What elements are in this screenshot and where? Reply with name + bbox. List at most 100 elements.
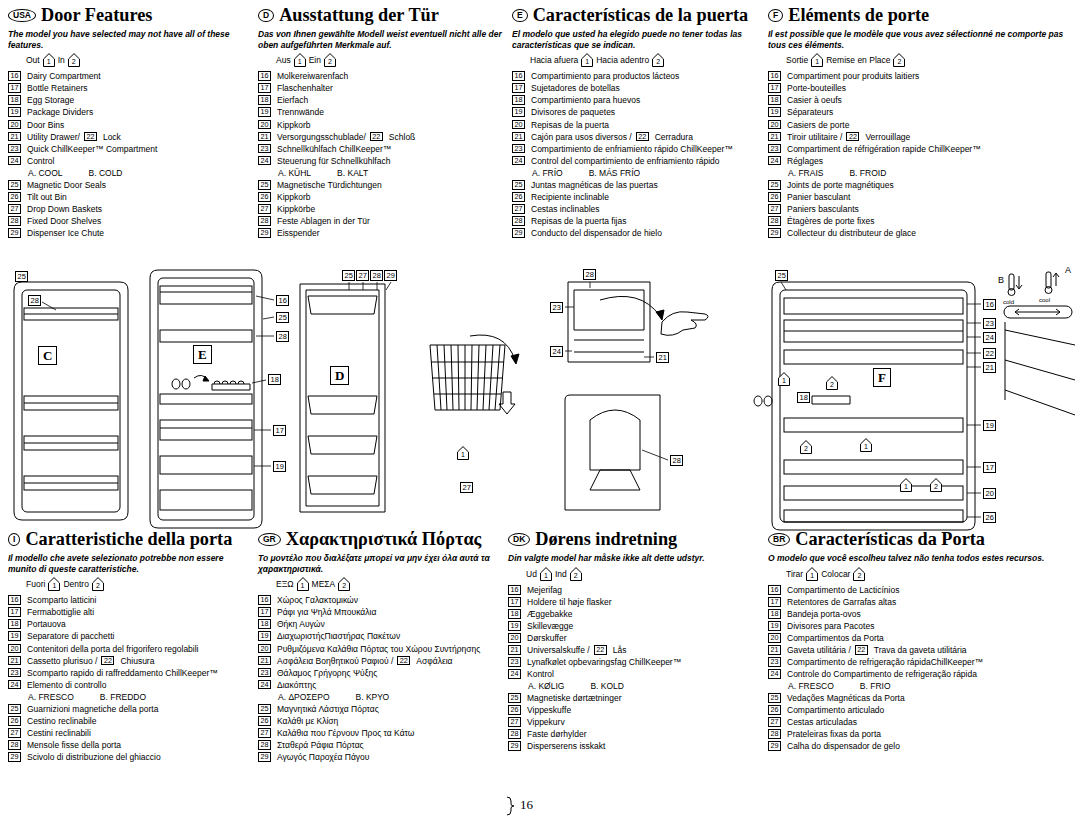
ice-chute [590, 470, 640, 490]
right-fridge-door [784, 350, 963, 364]
text-row: 16Mejerifag [508, 585, 760, 596]
text-row: 26Compartimento articulado [768, 705, 1073, 716]
chillkeeper-compartment [600, 296, 660, 316]
text-row: 24Διακόπτης [258, 680, 503, 691]
part-name: Recipiente inclinable [531, 192, 609, 203]
freezer-door [14, 282, 128, 520]
part-name: Μαγνητικά Λάστιχα Πόρτας [277, 704, 379, 715]
callout-number: 18 [258, 95, 271, 105]
callout-item: 29Disperserens isskakt [508, 741, 605, 752]
part-name: Drop Down Baskets [27, 204, 102, 215]
text-row: GRΧαρακτηριστικά Πόρτας [258, 530, 503, 549]
callout-item: 16Molkereiwarenfach [258, 71, 348, 82]
text-row: A. FRAISB. FROID [768, 168, 1073, 179]
callout-number: 29 [768, 228, 781, 238]
direction-word: Sortie [786, 55, 808, 66]
text-row: 27Drop Down Baskets [8, 204, 246, 215]
part-name: Bottle Retainers [27, 83, 87, 94]
callout-item: 20Dørskuffer [508, 633, 567, 644]
part-name: Divisores para Pacotes [787, 621, 874, 632]
text-row: 25Magnetic Door Seals [8, 180, 246, 191]
icon-number: 1 [540, 572, 552, 580]
text-row: 27Cestini reclinabili [8, 728, 246, 739]
callout-item: 26Καλάθι με Κλίση [258, 716, 338, 727]
text-row: ECaracterísticas de la puerta [512, 6, 760, 25]
icon-number: 2 [930, 483, 942, 491]
text-row: A. FRÍOB. MÁS FRÍO [512, 168, 760, 179]
callout-box: 23 [983, 318, 996, 329]
arrow-icon-outline [49, 578, 60, 591]
callout-item: 18Æggebakke [508, 609, 572, 620]
part-name: Versorgungsschublade/ [277, 132, 366, 143]
direction-icon: 1 [806, 567, 818, 581]
temperature-setting: A. KÜHL [278, 168, 311, 179]
callout-item: 20Kippkorb [258, 120, 311, 131]
temperature-setting: B. KOLD [590, 681, 624, 692]
callout-box: 25 [276, 312, 289, 323]
callout-number: 16 [8, 595, 21, 605]
text-row: 23Compartimento de refrigeração rápidaCh… [768, 657, 1073, 668]
text-row: 28Fixed Door Shelves [8, 216, 246, 227]
egg-tray [203, 376, 209, 381]
temperature-setting: A. FRESCO [788, 681, 834, 692]
egg-tray [812, 396, 850, 404]
direction-icon: 1 [297, 577, 309, 591]
freezer-door [14, 282, 128, 520]
callout-item: 17Fermabottiglie alti [8, 607, 94, 618]
callout-item: 28Repisas de la puerta fijas [512, 216, 626, 227]
text-row: A. KÜHLB. KALT [258, 168, 503, 179]
callout-box: 18 [268, 374, 281, 385]
ice-chute [565, 395, 660, 510]
part-name: Package Dividers [27, 107, 93, 118]
text-row: 23Compartimiento de enfriamiento rápido … [512, 144, 760, 155]
direction-word: ΜΕΣΑ [312, 579, 336, 590]
callout-item: 27Cestas articuladas [768, 717, 857, 728]
callout-item: 18Θήκη Αυγών [258, 619, 325, 630]
part-name: Tiroir utilitaire / [787, 132, 842, 143]
availability-note: Das von Ihnen gewählte Modell weist even… [258, 29, 503, 50]
temperature-word: cold [1002, 299, 1015, 305]
text-row: 20Dørskuffer [508, 633, 760, 644]
callout-number: 21 [508, 645, 521, 655]
callout-number: 22 [636, 132, 649, 142]
callout-number: 22 [855, 645, 868, 655]
text-row: 29Αγωγός Παροχέα Πάγου [258, 752, 503, 763]
part-name: Utility Drawer/ [27, 132, 80, 143]
callout-item: 19Divisores para Pacotes [768, 621, 874, 632]
text-row: 20Ρυθμιζόμενα Καλάθια Πόρτας του Χώρου Σ… [258, 644, 503, 655]
callout-number: 27 [512, 204, 525, 214]
text-row: Il est possible que le modèle que vous a… [768, 29, 1073, 50]
callout-number: 25 [512, 180, 525, 190]
text-row: 19Package Dividers [8, 107, 246, 118]
callout-item: 29Collecteur du distributeur de glace [768, 228, 916, 239]
icon-number: 1 [457, 451, 469, 459]
callout-number: 22 [101, 656, 114, 666]
country-badge: F [768, 9, 783, 22]
direction-icon: 2 [930, 478, 942, 492]
callout-item: 24Διακόπτης [258, 680, 316, 691]
temperature-control-icon [1008, 289, 1015, 296]
text-row: 24Control del compartimiento de enfriami… [512, 156, 760, 167]
part-name: Paniers basculants [787, 204, 859, 215]
callout-number: 20 [768, 120, 781, 130]
text-row: 19ΔιαχωριστήςΠιαστήρας Πακέτων [258, 631, 503, 642]
callout-number: 25 [258, 704, 271, 714]
egg-tray [214, 381, 244, 384]
text-row: 21Cajón para usos diversos /22Cerradura [512, 132, 760, 143]
right-fridge-door [772, 282, 975, 530]
availability-note: Το μοντέλο που διαλέξατε μπορεί να μην έ… [258, 553, 503, 574]
part-name: Control [27, 156, 54, 167]
view-letter-box: F [873, 368, 891, 387]
language-section: GRΧαρακτηριστικά Πόρτας Το μοντέλο που δι… [258, 530, 503, 764]
direction-word: Remise en Place [826, 55, 890, 66]
direction-word: Hacia afuera [530, 55, 578, 66]
text-row: 20Casiers de porte [768, 120, 1073, 131]
callout-number: 27 [768, 204, 781, 214]
callout-number: 19 [8, 631, 21, 641]
callout-number: 19 [986, 421, 994, 430]
callout-number: 21 [768, 645, 781, 655]
callout-number: 21 [512, 132, 525, 142]
text-row: Fuori1Dentro2 [8, 577, 246, 591]
part-name: Ασφάλεια [416, 656, 452, 667]
text-row: 29Eisspender [258, 228, 503, 239]
